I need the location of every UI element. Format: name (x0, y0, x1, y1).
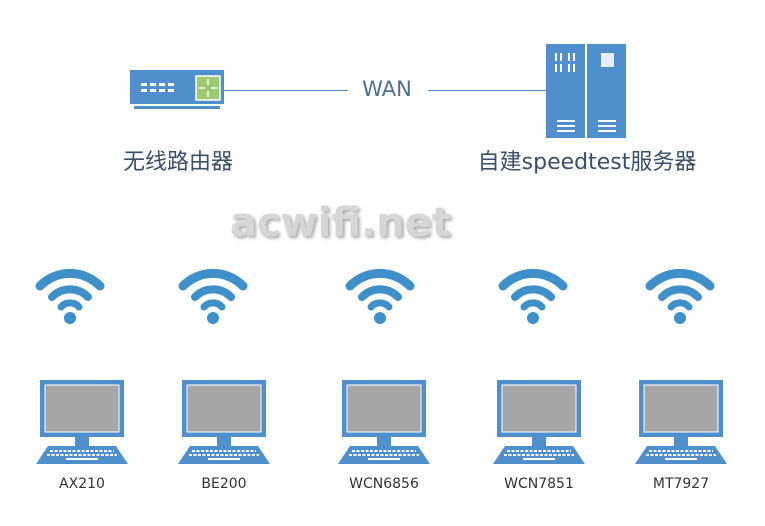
wan-label: WAN (362, 77, 412, 101)
wifi-icon (645, 268, 715, 324)
server-label: 自建speedtest服务器 (477, 150, 697, 175)
client-label: WCN7851 (504, 476, 574, 492)
wifi-icon (345, 268, 415, 324)
wifi-icon (35, 268, 105, 324)
watermark: acwifi.net (230, 200, 451, 246)
client-label: MT7927 (652, 476, 710, 492)
wan-link-left (224, 90, 348, 91)
client-label: BE200 (201, 476, 247, 492)
computer-icon (338, 380, 430, 464)
computer-icon (178, 380, 270, 464)
client-label: WCN6856 (349, 476, 419, 492)
router-icon (130, 70, 224, 109)
computer-icon (493, 380, 585, 464)
wifi-icon (498, 268, 568, 324)
wifi-icon (178, 268, 248, 324)
computer-icon (635, 380, 727, 464)
router-label: 无线路由器 (122, 150, 233, 175)
server-icon (546, 44, 626, 138)
client-label: AX210 (59, 476, 105, 492)
wan-link-right (428, 90, 546, 91)
computer-icon (36, 380, 128, 464)
